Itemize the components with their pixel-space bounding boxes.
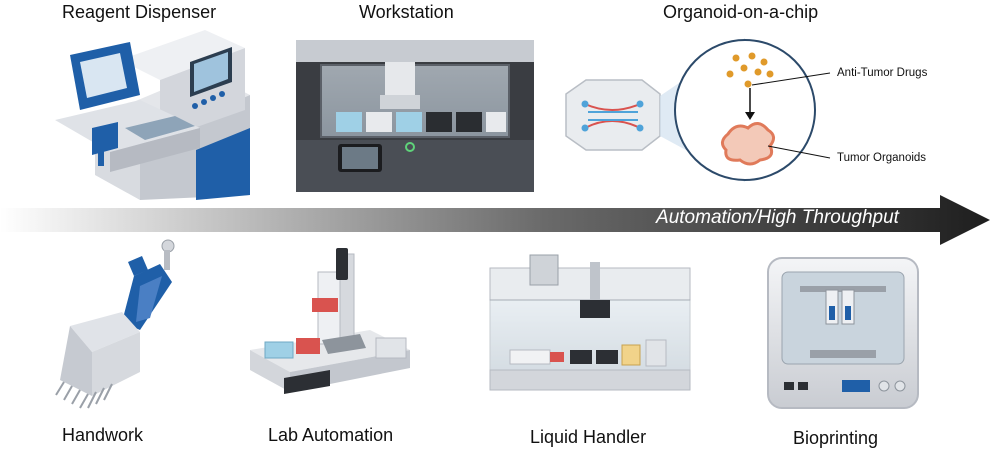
label-reagent-dispenser: Reagent Dispenser xyxy=(62,2,217,22)
callout-anti-tumor-drugs: Anti-Tumor Drugs xyxy=(837,67,928,79)
label-workstation: Workstation xyxy=(359,2,454,22)
drug-particles xyxy=(726,52,774,88)
arrow-label: Automation/High Throughput xyxy=(656,207,899,228)
liquid-handler-illustration xyxy=(489,254,691,391)
pipette-illustration xyxy=(55,239,175,409)
throughput-arrow xyxy=(0,195,990,245)
label-lab-automation: Lab Automation xyxy=(268,425,394,445)
label-liquid-handler: Liquid Handler xyxy=(530,427,647,447)
lab-automation-illustration xyxy=(250,248,410,394)
organoid-chip-illustration xyxy=(565,38,831,182)
workstation-illustration xyxy=(296,40,534,192)
label-bioprinting: Bioprinting xyxy=(793,428,879,448)
bioprinter-illustration xyxy=(767,257,919,409)
label-organoid-chip: Organoid-on-a-chip xyxy=(663,2,819,22)
reagent-dispenser-illustration xyxy=(55,30,250,200)
callout-tumor-organoids: Tumor Organoids xyxy=(837,152,927,164)
label-handwork: Handwork xyxy=(62,425,144,445)
